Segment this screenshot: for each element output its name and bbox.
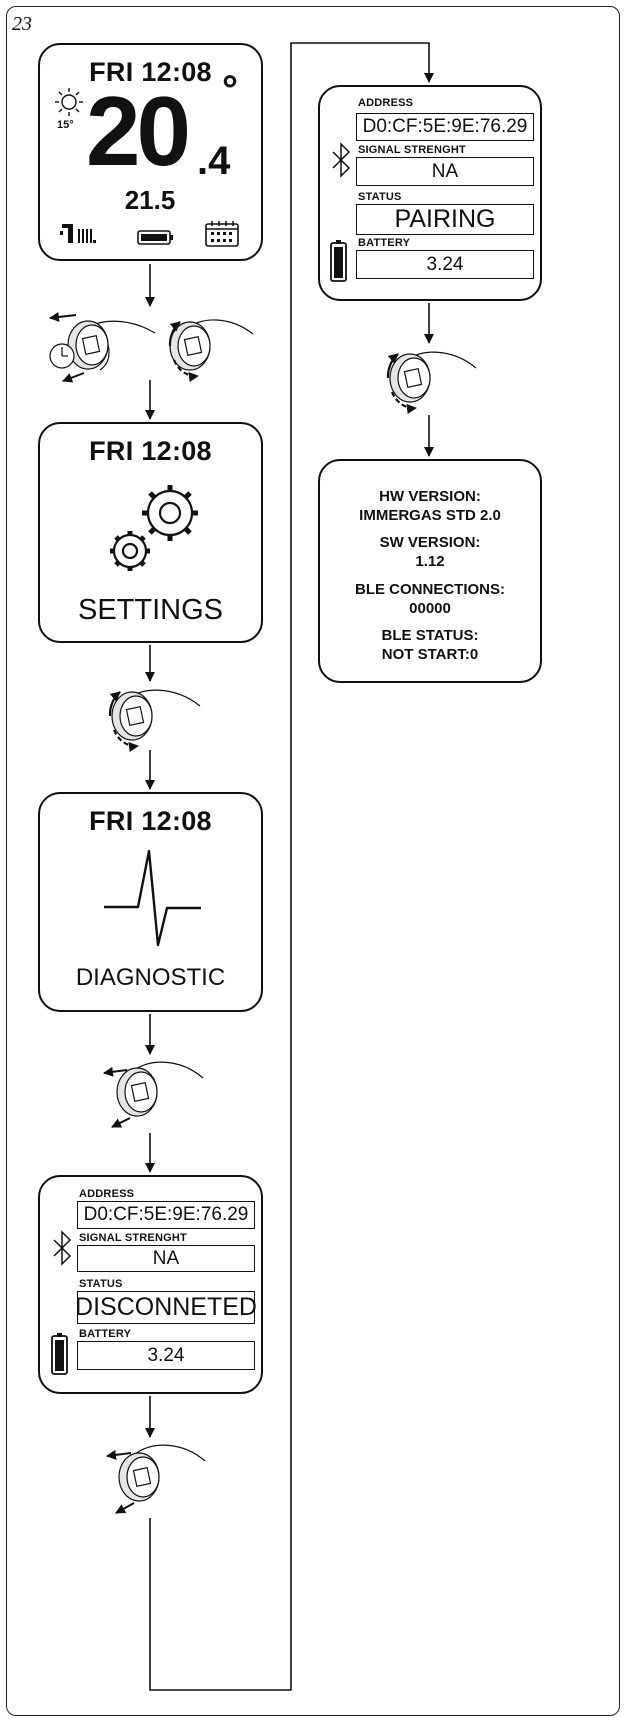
diagnostic-day-time: FRI 12:08 <box>89 806 212 836</box>
diagnostic-screen <box>38 792 263 1012</box>
ble-status-label: BLE STATUS: <box>381 627 479 644</box>
signal-label: SIGNAL STRENGHT <box>79 1232 187 1244</box>
signal-field: NA <box>356 157 534 186</box>
setpoint-temp: 21.5 <box>124 185 176 215</box>
ble-connections-value: 00000 <box>409 600 451 617</box>
address-field: D0:CF:5E:9E:76.29 <box>77 1201 255 1229</box>
sw-version-value: 1.12 <box>415 553 445 570</box>
ble-pairing-screen <box>318 85 542 301</box>
ble-disconnected-screen <box>38 1175 263 1394</box>
address-label: ADDRESS <box>79 1188 135 1200</box>
degree-symbol: ° <box>222 68 238 112</box>
battery-field: 3.24 <box>356 250 534 279</box>
room-temp-decimal: .4 <box>197 139 231 183</box>
signal-label: SIGNAL STRENGHT <box>358 144 466 156</box>
address-label: ADDRESS <box>358 97 414 109</box>
diagnostic-label: DIAGNOSTIC <box>75 964 226 991</box>
figure-number: 23 <box>12 13 32 35</box>
battery-label: BATTERY <box>358 237 411 249</box>
home-day-time: FRI 12:08 <box>89 57 212 87</box>
status-field: DISCONNETED <box>75 1291 257 1324</box>
flow-arrow <box>149 42 434 1691</box>
outdoor-temp: 15° <box>57 119 74 131</box>
sw-version-label: SW VERSION: <box>379 534 481 551</box>
status-label: STATUS <box>358 191 402 203</box>
figure-frame <box>6 6 620 1716</box>
battery-label: BATTERY <box>79 1328 132 1340</box>
battery-field: 3.24 <box>77 1341 255 1370</box>
signal-field: NA <box>77 1245 255 1272</box>
status-field: PAIRING <box>356 204 534 235</box>
settings-day-time: FRI 12:08 <box>89 436 212 466</box>
hw-version-label: HW VERSION: <box>379 488 481 505</box>
settings-label: SETTINGS <box>77 594 223 626</box>
status-label: STATUS <box>79 1278 123 1290</box>
room-temp-integer: 20 <box>86 76 191 186</box>
address-field: D0:CF:5E:9E:76.29 <box>356 113 534 141</box>
hw-version-value: IMMERGAS STD 2.0 <box>359 507 501 524</box>
version-info-screen <box>318 459 542 683</box>
ble-status-value: NOT START:0 <box>381 646 479 663</box>
ble-connections-label: BLE CONNECTIONS: <box>355 581 505 598</box>
